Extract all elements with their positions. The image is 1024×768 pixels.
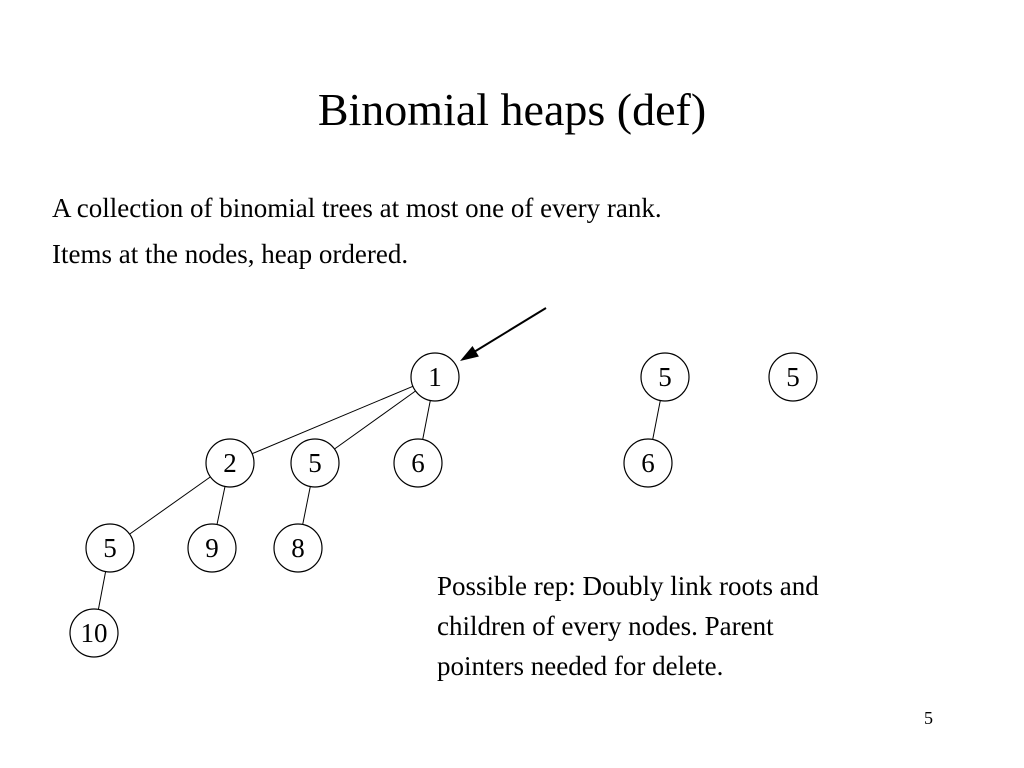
tree-node-key: 8 [291,533,305,563]
tree-node: 2 [205,438,255,488]
tree-node-key: 9 [205,533,219,563]
tree-edge [129,476,211,535]
representation-note: Possible rep: Doubly link roots and chil… [437,566,957,686]
tree-node: 10 [69,608,119,658]
tree-node-key: 10 [81,618,108,648]
tree-node-circle [393,438,443,488]
tree-node-key: 2 [223,448,237,478]
tree-node: 6 [623,438,673,488]
tree-node: 9 [187,523,237,573]
tree-node-circle [187,523,237,573]
tree-node-key: 5 [786,362,800,392]
tree-node-circle [205,438,255,488]
tree-edge [216,486,226,525]
definition-line-2: Items at the nodes, heap ordered. [52,239,409,269]
slide-title: Binomial heaps (def) [317,84,707,135]
tree-edge [422,400,431,440]
tree-node: 5 [768,352,818,402]
tree-node-circle [623,438,673,488]
tree-node-circle [768,352,818,402]
tree-node-circle [273,523,323,573]
tree-edge [334,390,416,450]
tree-node-key: 5 [658,362,672,392]
min-pointer-arrow [460,307,547,361]
tree-node-key: 6 [641,448,655,478]
note-line-3: pointers needed for delete. [437,651,724,681]
tree-node-key: 5 [103,533,117,563]
page-number: 5 [924,708,933,728]
tree-edge [97,571,107,610]
tree-node: 8 [273,523,323,573]
tree-node-circle [290,438,340,488]
tree-edge [652,400,661,440]
tree-edges [97,385,661,610]
tree-node-circle [640,352,690,402]
tree-node-circle [69,608,119,658]
definition-line-1: A collection of binomial trees at most o… [52,193,662,223]
tree-node-circle [85,523,135,573]
tree-node: 6 [393,438,443,488]
tree-edge [251,385,414,455]
tree-node-key: 1 [428,362,442,392]
tree-node-circle [410,352,460,402]
min-pointer-shaft [473,307,547,353]
tree-node-key: 5 [308,448,322,478]
min-pointer-head-icon [460,346,479,361]
tree-nodes: 1 2 5 6 5 9 8 10 5 6 5 [69,352,818,658]
tree-node: 1 [410,352,460,402]
tree-node: 5 [640,352,690,402]
tree-node-key: 6 [411,448,425,478]
tree-node: 5 [85,523,135,573]
note-line-1: Possible rep: Doubly link roots and [437,571,819,601]
tree-node: 5 [290,438,340,488]
note-line-2: children of every nodes. Parent [437,611,774,641]
tree-edge [302,486,311,525]
